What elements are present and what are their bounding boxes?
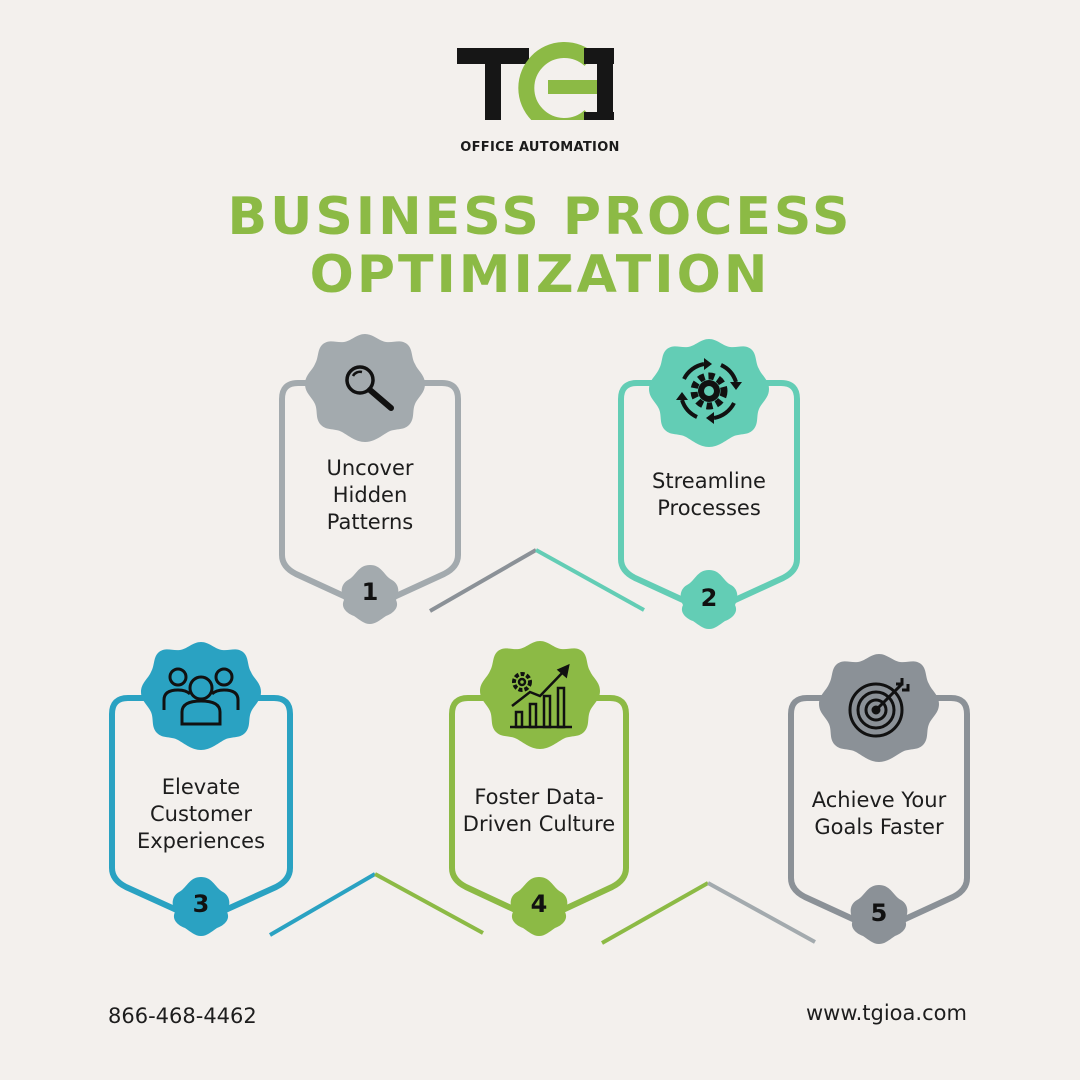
growth-chart-icon: [510, 663, 572, 729]
people-group-icon: [162, 667, 240, 726]
step-5-number: 5: [870, 899, 888, 927]
connector-lines: [268, 548, 816, 945]
step-5-label-line: Goals Faster: [814, 815, 944, 839]
step-1-label-line: Uncover: [326, 456, 414, 480]
step-4-label: Foster Data- Driven Culture: [452, 784, 626, 838]
step-1-label-line: Hidden: [332, 483, 408, 507]
website-link[interactable]: www.tgioa.com: [806, 1001, 967, 1025]
step-2-label-line: Streamline: [652, 469, 766, 493]
step-4-label-line: Driven Culture: [462, 812, 616, 836]
step-2-number: 2: [700, 584, 718, 612]
step-card-2: [618, 339, 800, 629]
step-3-number: 3: [192, 890, 210, 918]
step-card-3: [109, 642, 293, 936]
magnifier-icon: [345, 365, 394, 411]
step-3-label-line: Elevate: [161, 775, 241, 799]
page-title: BUSINESS PROCESS OPTIMIZATION: [0, 188, 1080, 304]
step-5-label-line: Achieve Your: [811, 788, 947, 812]
step-3-label-line: Customer: [149, 802, 252, 826]
gear-cycle-icon: [676, 358, 742, 424]
step-card-4: [449, 641, 629, 936]
step-1-number: 1: [361, 578, 379, 606]
step-5-label: Achieve Your Goals Faster: [791, 787, 967, 841]
title-line-2: OPTIMIZATION: [309, 245, 771, 305]
step-2-label-line: Processes: [657, 496, 761, 520]
logo-subtitle: OFFICE AUTOMATION: [460, 140, 620, 155]
step-1-label: Uncover Hidden Patterns: [282, 455, 458, 536]
step-2-label: Streamline Processes: [621, 468, 797, 522]
step-3-label: Elevate Customer Experiences: [112, 774, 290, 855]
step-card-1: [279, 334, 461, 624]
target-icon: [848, 678, 910, 738]
step-4-number: 4: [530, 890, 548, 918]
tgi-logo: [457, 42, 614, 120]
title-line-1: BUSINESS PROCESS: [227, 187, 853, 247]
step-3-label-line: Experiences: [136, 829, 266, 853]
step-1-label-line: Patterns: [326, 510, 414, 534]
phone-number[interactable]: 866-468-4462: [108, 1004, 257, 1028]
step-card-5: [788, 654, 970, 944]
step-4-label-line: Foster Data-: [474, 785, 604, 809]
